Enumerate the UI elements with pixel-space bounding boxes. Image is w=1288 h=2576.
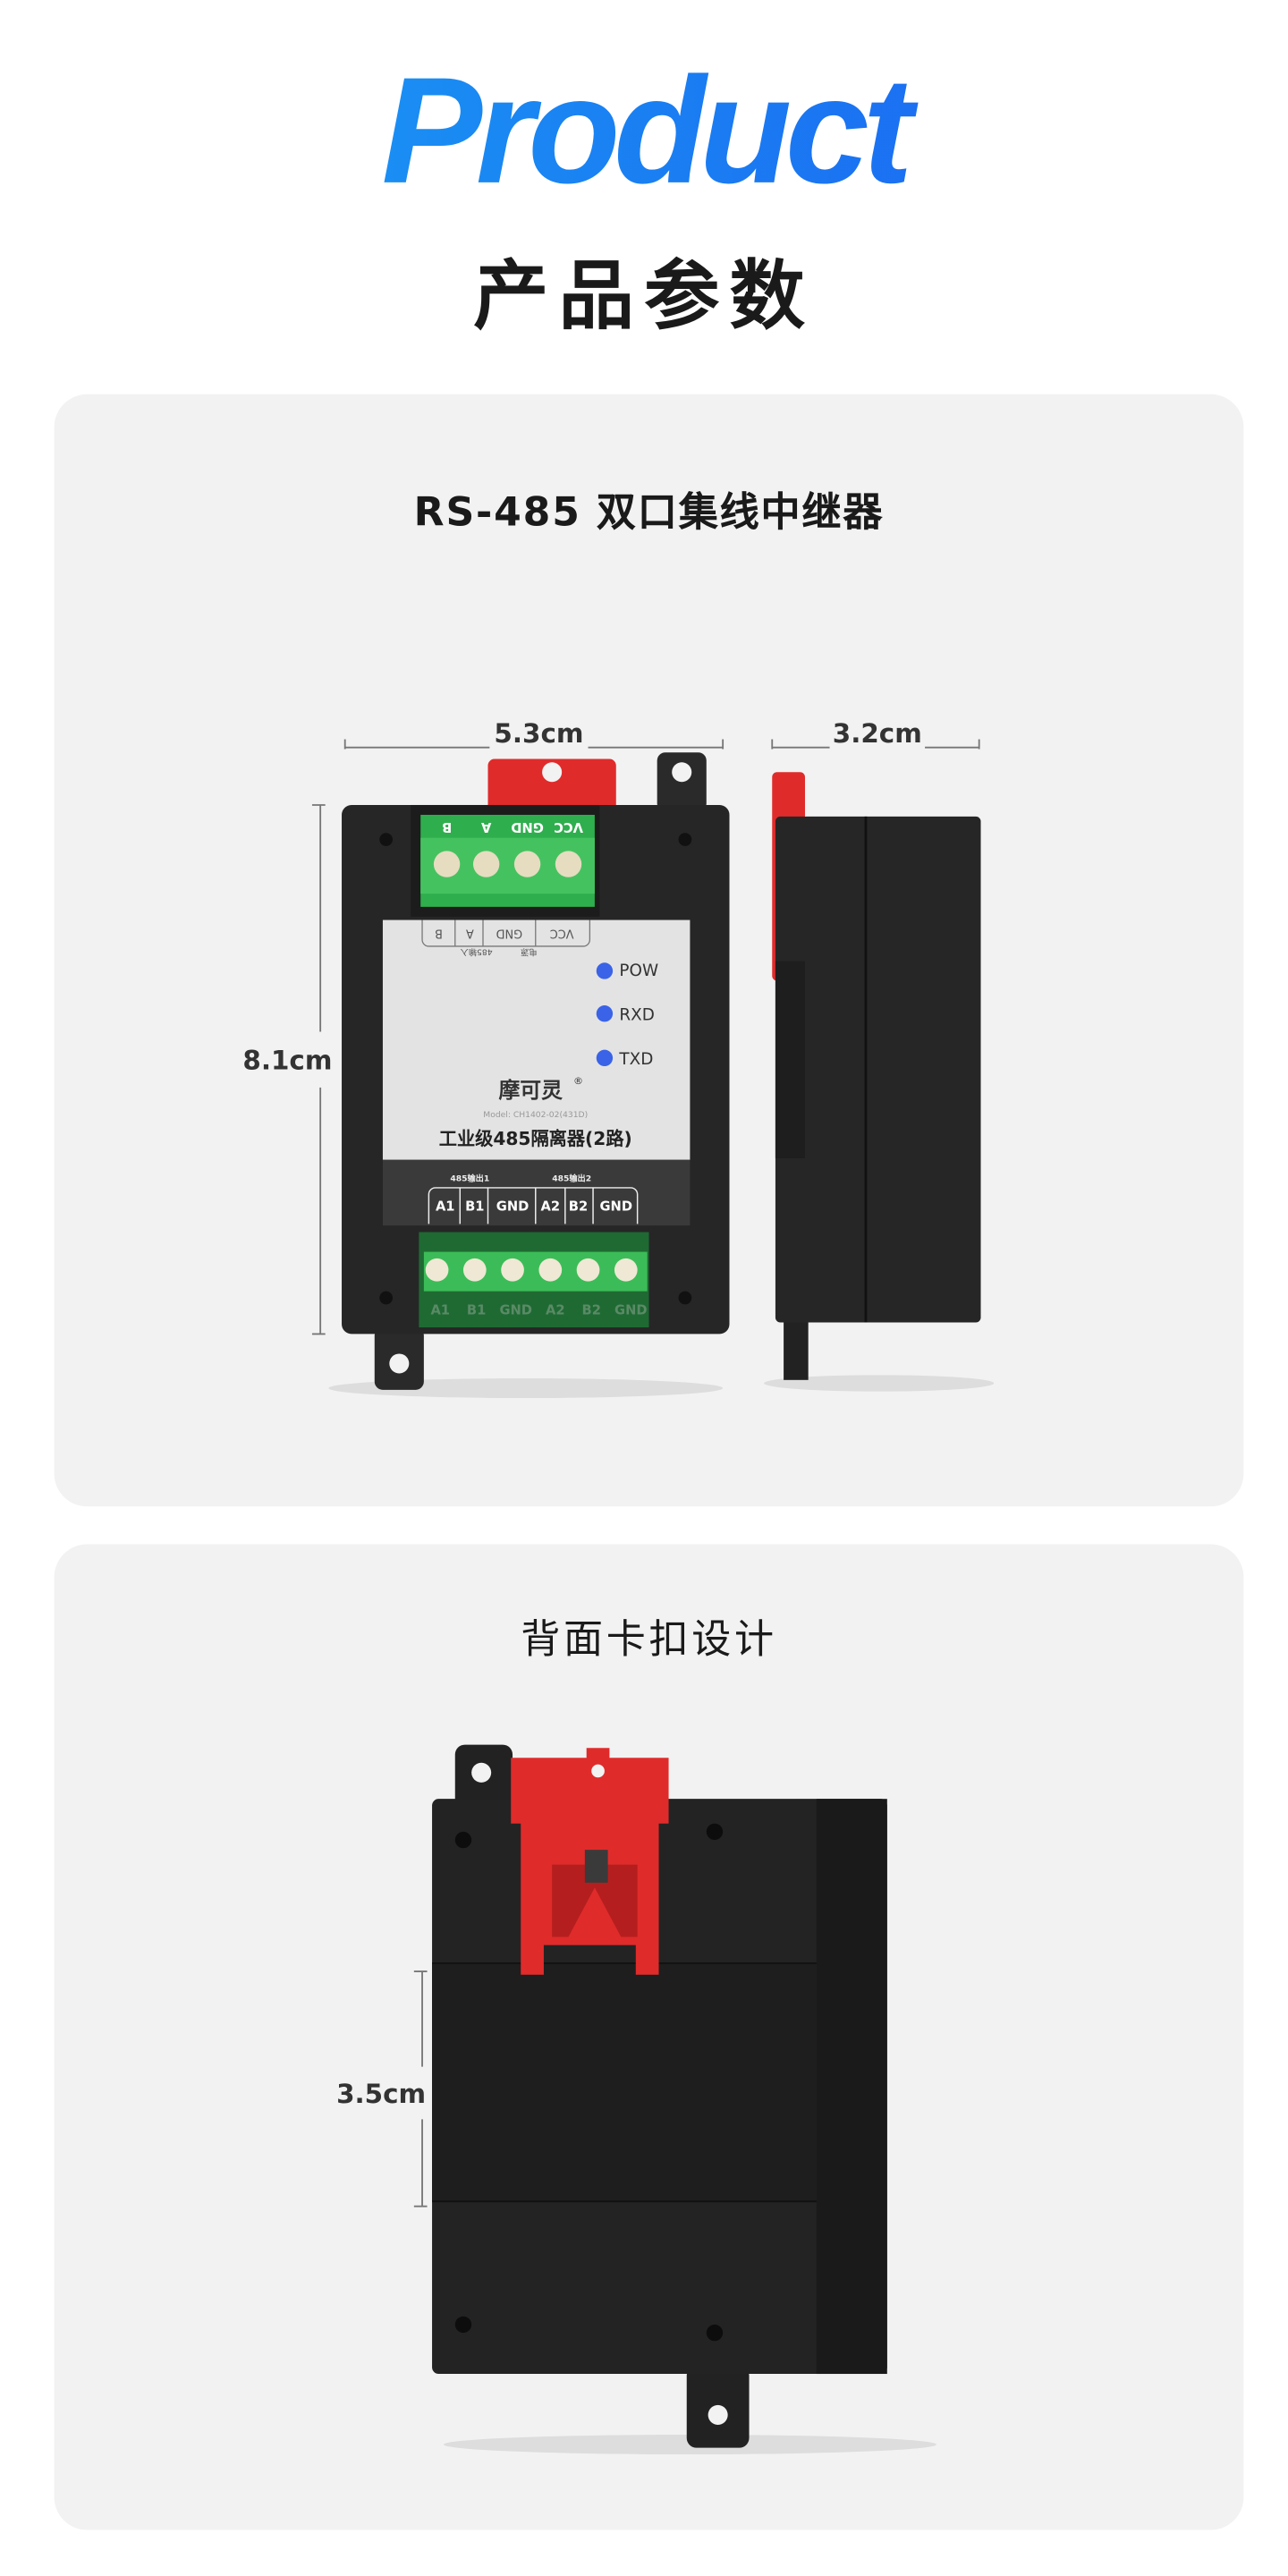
status-leds: POW RXD TXD	[596, 962, 658, 1069]
terminal-label: A1	[430, 1302, 450, 1318]
led-icon	[596, 962, 614, 979]
height-dimension: 8.1cm	[242, 1046, 332, 1076]
back-device	[432, 1744, 936, 2455]
terminal-label: GND	[511, 819, 544, 835]
group-label: 电源	[521, 947, 537, 958]
terminal-label: A2	[546, 1302, 565, 1318]
output-label: A2	[540, 1199, 560, 1215]
output-label: GND	[599, 1199, 632, 1215]
led-label: RXD	[619, 1006, 654, 1025]
side-device	[764, 772, 995, 1392]
card-title: 背面卡扣设计	[521, 1616, 777, 1663]
panel-terminal-label: B	[435, 927, 443, 940]
terminal-label: A	[480, 819, 491, 835]
group-label: 485输出1	[450, 1174, 489, 1184]
led-label: TXD	[618, 1050, 653, 1069]
terminal-label: VCC	[554, 819, 583, 835]
hero-title: Product	[0, 49, 1288, 214]
dimension-lines	[311, 739, 980, 1335]
width-dimension: 5.3cm	[494, 718, 583, 749]
group-label: 485输出2	[552, 1174, 591, 1184]
din-clip	[511, 1748, 669, 1975]
label-panel	[382, 919, 691, 1160]
panel-terminal-label: A	[466, 927, 474, 940]
output-label: A1	[436, 1199, 455, 1215]
registered-mark: ®	[573, 1075, 583, 1087]
output-label: B2	[569, 1199, 588, 1215]
brand-name: 摩可灵	[498, 1078, 563, 1103]
terminal-label: GND	[499, 1302, 532, 1318]
product-name: 工业级485隔离器(2路)	[439, 1128, 632, 1149]
group-label: 485输入	[461, 947, 493, 958]
terminal-label: B	[442, 819, 452, 835]
model-number: Model: CH1402-02(431D)	[483, 1110, 588, 1120]
depth-dimension: 3.2cm	[833, 718, 922, 749]
hero-subtitle: 产品参数	[472, 251, 816, 341]
din-clip	[487, 758, 616, 816]
terminal-label: B1	[467, 1302, 486, 1318]
led-icon	[596, 1005, 614, 1022]
output-label: B1	[465, 1199, 484, 1215]
output-label: GND	[496, 1199, 530, 1215]
led-label: POW	[619, 962, 658, 980]
terminal-label: B2	[582, 1302, 601, 1318]
led-icon	[596, 1049, 614, 1067]
front-device: B A GND VCC B A GND VCC 485输入 电源 POW RXD…	[328, 752, 730, 1399]
clip-height-dimension: 3.5cm	[336, 2079, 426, 2109]
terminal-label: GND	[614, 1302, 648, 1318]
panel-terminal-label: GND	[496, 927, 523, 940]
card-title: RS-485 双口集线中继器	[413, 489, 885, 536]
panel-terminal-label: VCC	[550, 927, 574, 940]
